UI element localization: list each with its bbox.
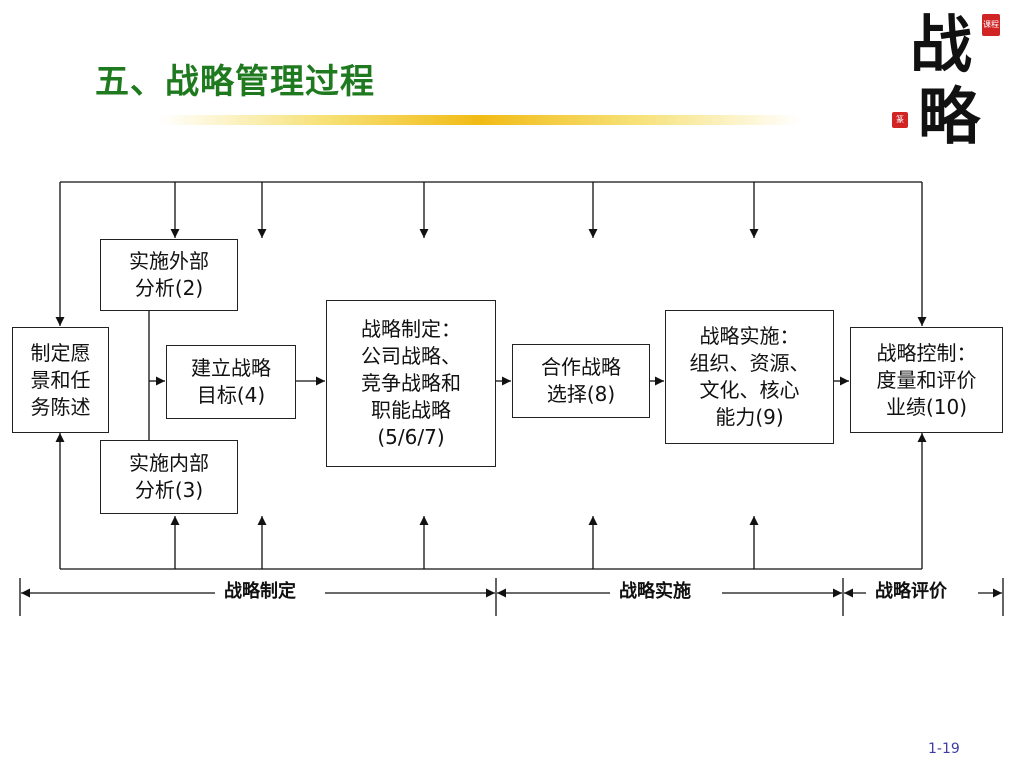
strategy-calligraphy-logo: 战 略 课程 篆: [872, 8, 1002, 156]
box-internal-analysis: 实施内部 分析(3): [100, 440, 238, 514]
box-cooperation-choice: 合作战略 选择(8): [512, 344, 650, 418]
box-external-analysis: 实施外部 分析(2): [100, 239, 238, 311]
title-underline: [160, 115, 800, 125]
phase-label-formulation: 战略制定: [216, 580, 304, 604]
phase-label-implementation: 战略实施: [611, 580, 699, 604]
phase-label-evaluation: 战略评价: [867, 580, 955, 604]
logo-seal-top: 课程: [982, 14, 1000, 36]
logo-char-top: 战: [910, 8, 973, 81]
logo-seal-side: 篆: [892, 112, 908, 128]
logo-char-bottom: 略: [918, 80, 981, 153]
box-strategy-control: 战略控制： 度量和评价 业绩(10): [850, 327, 1003, 433]
page-number: 1-19: [928, 741, 960, 757]
box-strategic-objectives: 建立战略 目标(4): [166, 345, 296, 419]
box-strategy-implementation: 战略实施： 组织、资源、 文化、核心 能力(9): [665, 310, 834, 444]
slide-title: 五、战略管理过程: [95, 62, 375, 102]
box-vision-mission: 制定愿 景和任 务陈述: [12, 327, 109, 433]
box-strategy-formulation: 战略制定： 公司战略、 竞争战略和 职能战略 (5/6/7): [326, 300, 496, 467]
